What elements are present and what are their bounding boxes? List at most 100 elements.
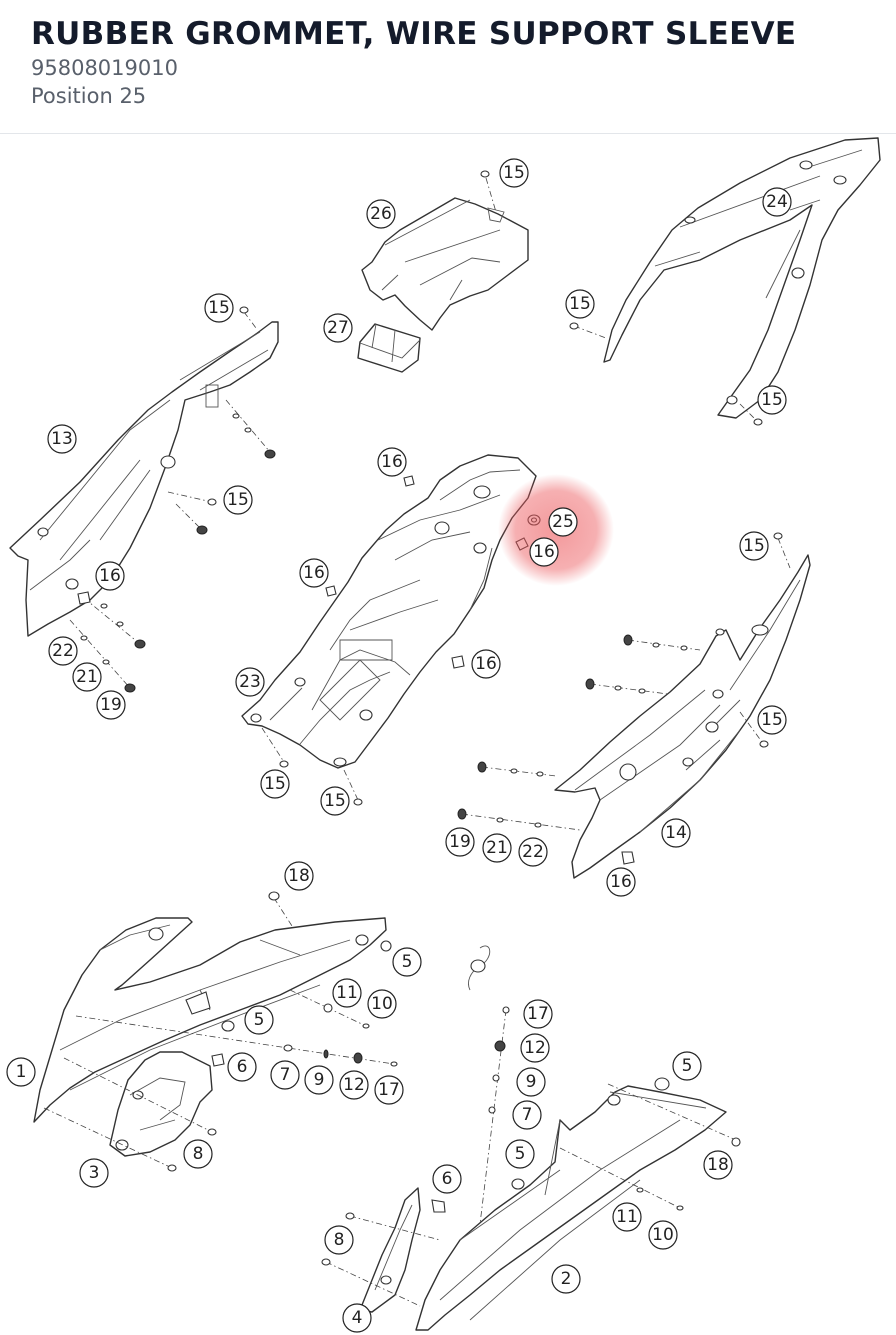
callout-15[interactable]: 15	[739, 531, 769, 561]
callout-15[interactable]: 15	[260, 769, 290, 799]
svg-text:6: 6	[442, 1169, 453, 1189]
left-side-cover	[9, 321, 279, 637]
svg-text:1: 1	[16, 1062, 27, 1082]
callout-5[interactable]: 5	[392, 947, 422, 977]
callout-1[interactable]: 1	[6, 1057, 36, 1087]
svg-text:3: 3	[89, 1163, 100, 1183]
fasteners-and-leads	[43, 170, 791, 1307]
part-title: RUBBER GROMMET, WIRE SUPPORT SLEEVE	[31, 16, 797, 52]
callout-15[interactable]: 15	[757, 705, 787, 735]
callout-7[interactable]: 7	[270, 1060, 300, 1090]
svg-text:11: 11	[336, 983, 358, 1003]
callout-11[interactable]: 11	[612, 1202, 642, 1232]
control-module	[357, 323, 421, 373]
callout-10[interactable]: 10	[648, 1220, 678, 1250]
tail-grab-handle	[603, 137, 881, 419]
callout-16[interactable]: 16	[471, 649, 501, 679]
svg-text:10: 10	[652, 1225, 674, 1245]
callout-17[interactable]: 17	[374, 1075, 404, 1105]
svg-text:15: 15	[227, 490, 249, 510]
callout-9[interactable]: 9	[304, 1065, 334, 1095]
callout-25[interactable]: 25	[548, 507, 578, 537]
callout-17[interactable]: 17	[523, 999, 553, 1029]
callout-16[interactable]: 16	[377, 447, 407, 477]
exploded-parts-diagram: 15 24 26 15 15 27 15 13 16 15 25 16 15 1…	[0, 135, 896, 1335]
svg-text:18: 18	[707, 1155, 729, 1175]
svg-text:9: 9	[314, 1070, 325, 1090]
svg-text:13: 13	[51, 429, 73, 449]
svg-text:6: 6	[237, 1057, 248, 1077]
callout-26[interactable]: 26	[366, 199, 396, 229]
svg-text:5: 5	[254, 1010, 265, 1030]
svg-text:15: 15	[264, 774, 286, 794]
callout-15[interactable]: 15	[204, 293, 234, 323]
callout-10[interactable]: 10	[367, 989, 397, 1019]
svg-text:16: 16	[303, 563, 325, 583]
callout-22[interactable]: 22	[518, 837, 548, 867]
svg-text:19: 19	[100, 695, 122, 715]
part-number: 95808019010	[31, 56, 178, 80]
svg-text:23: 23	[239, 672, 261, 692]
svg-text:5: 5	[402, 952, 413, 972]
callout-15[interactable]: 15	[499, 158, 529, 188]
svg-text:16: 16	[99, 566, 121, 586]
svg-text:19: 19	[449, 832, 471, 852]
electronics-tray	[361, 197, 529, 331]
callout-13[interactable]: 13	[47, 424, 77, 454]
callout-11[interactable]: 11	[332, 978, 362, 1008]
right-side-cover	[554, 554, 811, 879]
callout-16[interactable]: 16	[529, 537, 559, 567]
svg-text:8: 8	[193, 1144, 204, 1164]
svg-text:16: 16	[533, 542, 555, 562]
svg-text:5: 5	[682, 1056, 693, 1076]
callout-21[interactable]: 21	[482, 833, 512, 863]
callout-9[interactable]: 9	[516, 1067, 546, 1097]
svg-text:15: 15	[569, 294, 591, 314]
svg-text:5: 5	[515, 1144, 526, 1164]
svg-text:22: 22	[522, 842, 544, 862]
svg-text:2: 2	[561, 1269, 572, 1289]
callout-23[interactable]: 23	[235, 667, 265, 697]
callout-5[interactable]: 5	[505, 1139, 535, 1169]
callout-5[interactable]: 5	[672, 1051, 702, 1081]
svg-text:18: 18	[288, 866, 310, 886]
callout-6[interactable]: 6	[227, 1052, 257, 1082]
svg-text:24: 24	[766, 192, 788, 212]
callout-21[interactable]: 21	[72, 662, 102, 692]
callout-18[interactable]: 18	[284, 861, 314, 891]
page-header: RUBBER GROMMET, WIRE SUPPORT SLEEVE 9580…	[0, 0, 896, 134]
callout-22[interactable]: 22	[48, 636, 78, 666]
callout-8[interactable]: 8	[324, 1225, 354, 1255]
callout-27[interactable]: 27	[323, 313, 353, 343]
callout-12[interactable]: 12	[520, 1033, 550, 1063]
callout-6[interactable]: 6	[432, 1164, 462, 1194]
callout-2[interactable]: 2	[551, 1264, 581, 1294]
callout-18[interactable]: 18	[703, 1150, 733, 1180]
svg-text:15: 15	[761, 390, 783, 410]
callout-8[interactable]: 8	[183, 1139, 213, 1169]
callout-16[interactable]: 16	[95, 561, 125, 591]
left-front-fairing	[33, 917, 387, 1123]
rear-mudguard	[241, 454, 541, 769]
svg-text:4: 4	[352, 1308, 363, 1328]
callout-14[interactable]: 14	[661, 818, 691, 848]
callout-7[interactable]: 7	[512, 1100, 542, 1130]
callout-15[interactable]: 15	[757, 385, 787, 415]
callout-5[interactable]: 5	[244, 1005, 274, 1035]
callout-16[interactable]: 16	[299, 558, 329, 588]
callout-24[interactable]: 24	[762, 187, 792, 217]
callout-15[interactable]: 15	[223, 485, 253, 515]
callout-3[interactable]: 3	[79, 1158, 109, 1188]
callout-4[interactable]: 4	[342, 1303, 372, 1333]
callout-12[interactable]: 12	[339, 1070, 369, 1100]
callout-16[interactable]: 16	[606, 867, 636, 897]
svg-text:15: 15	[503, 163, 525, 183]
callout-19[interactable]: 19	[96, 690, 126, 720]
position-label: Position 25	[31, 84, 147, 108]
callout-19[interactable]: 19	[445, 827, 475, 857]
svg-text:17: 17	[378, 1080, 400, 1100]
svg-text:14: 14	[665, 823, 687, 843]
callout-15[interactable]: 15	[565, 289, 595, 319]
svg-text:8: 8	[334, 1230, 345, 1250]
callout-15[interactable]: 15	[320, 786, 350, 816]
